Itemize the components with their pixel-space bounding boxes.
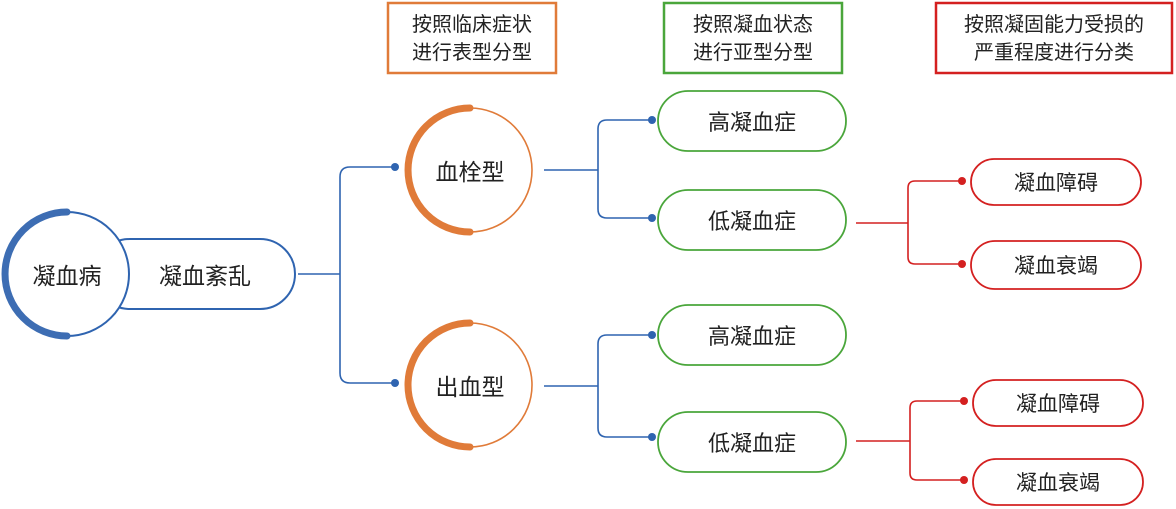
grade-label: 凝血障碍	[1014, 171, 1098, 195]
connector-grades-top	[856, 180, 962, 265]
connector-dot	[958, 260, 966, 268]
grade-pill	[970, 158, 1142, 206]
subtype-pill	[657, 189, 847, 251]
grade-label: 凝血衰竭	[1014, 254, 1098, 278]
header-box-severity	[934, 1, 1174, 75]
sub-label: 凝血紊乱	[159, 264, 251, 290]
connector-dot	[648, 116, 656, 124]
header-clinical: 按照临床症状 进行表型分型	[412, 12, 532, 64]
connector-dot	[648, 214, 656, 222]
subtype-label: 高凝血症	[707, 111, 796, 136]
header-box-coag	[662, 1, 844, 75]
subtype-pill	[657, 90, 847, 152]
grade-pill	[970, 240, 1142, 290]
phenotype-arc-thrombotic	[404, 104, 474, 236]
connector-dot-thrombotic	[391, 163, 399, 171]
connector-dot-hemorrhagic	[391, 379, 399, 387]
connector-thrombotic-subtypes	[544, 119, 652, 219]
grade-label: 凝血障碍	[1016, 392, 1100, 416]
phenotype-arc-hemorrhagic	[404, 319, 474, 451]
connector-hemorrhagic-subtypes	[544, 334, 652, 438]
header-severity: 按照凝固能力受损的 严重程度进行分类	[964, 12, 1144, 64]
subtype-pill	[657, 304, 847, 366]
subtype-pill	[657, 411, 847, 473]
connector-dot	[648, 331, 656, 339]
subtype-label: 低凝血症	[707, 432, 796, 457]
header-coag: 按照凝血状态 进行亚型分型	[693, 12, 813, 64]
connector-root-phenotypes	[298, 166, 395, 384]
connector-dot	[958, 177, 966, 185]
connector-dot	[960, 476, 968, 484]
connector-dot	[960, 397, 968, 405]
header-box-clinical	[386, 1, 558, 75]
root-circle-arc	[1, 208, 71, 340]
connector-grades-bottom	[856, 400, 964, 481]
grade-pill	[972, 458, 1144, 506]
subtype-label: 高凝血症	[707, 325, 796, 350]
subtype-label: 低凝血症	[707, 210, 796, 235]
connector-dot	[648, 433, 656, 441]
root-label: 凝血病	[32, 264, 102, 290]
phenotype-label-thrombotic: 血栓型	[435, 160, 505, 186]
grade-label: 凝血衰竭	[1016, 471, 1100, 495]
phenotype-label-hemorrhagic: 出血型	[435, 375, 505, 401]
grade-pill	[972, 379, 1144, 427]
